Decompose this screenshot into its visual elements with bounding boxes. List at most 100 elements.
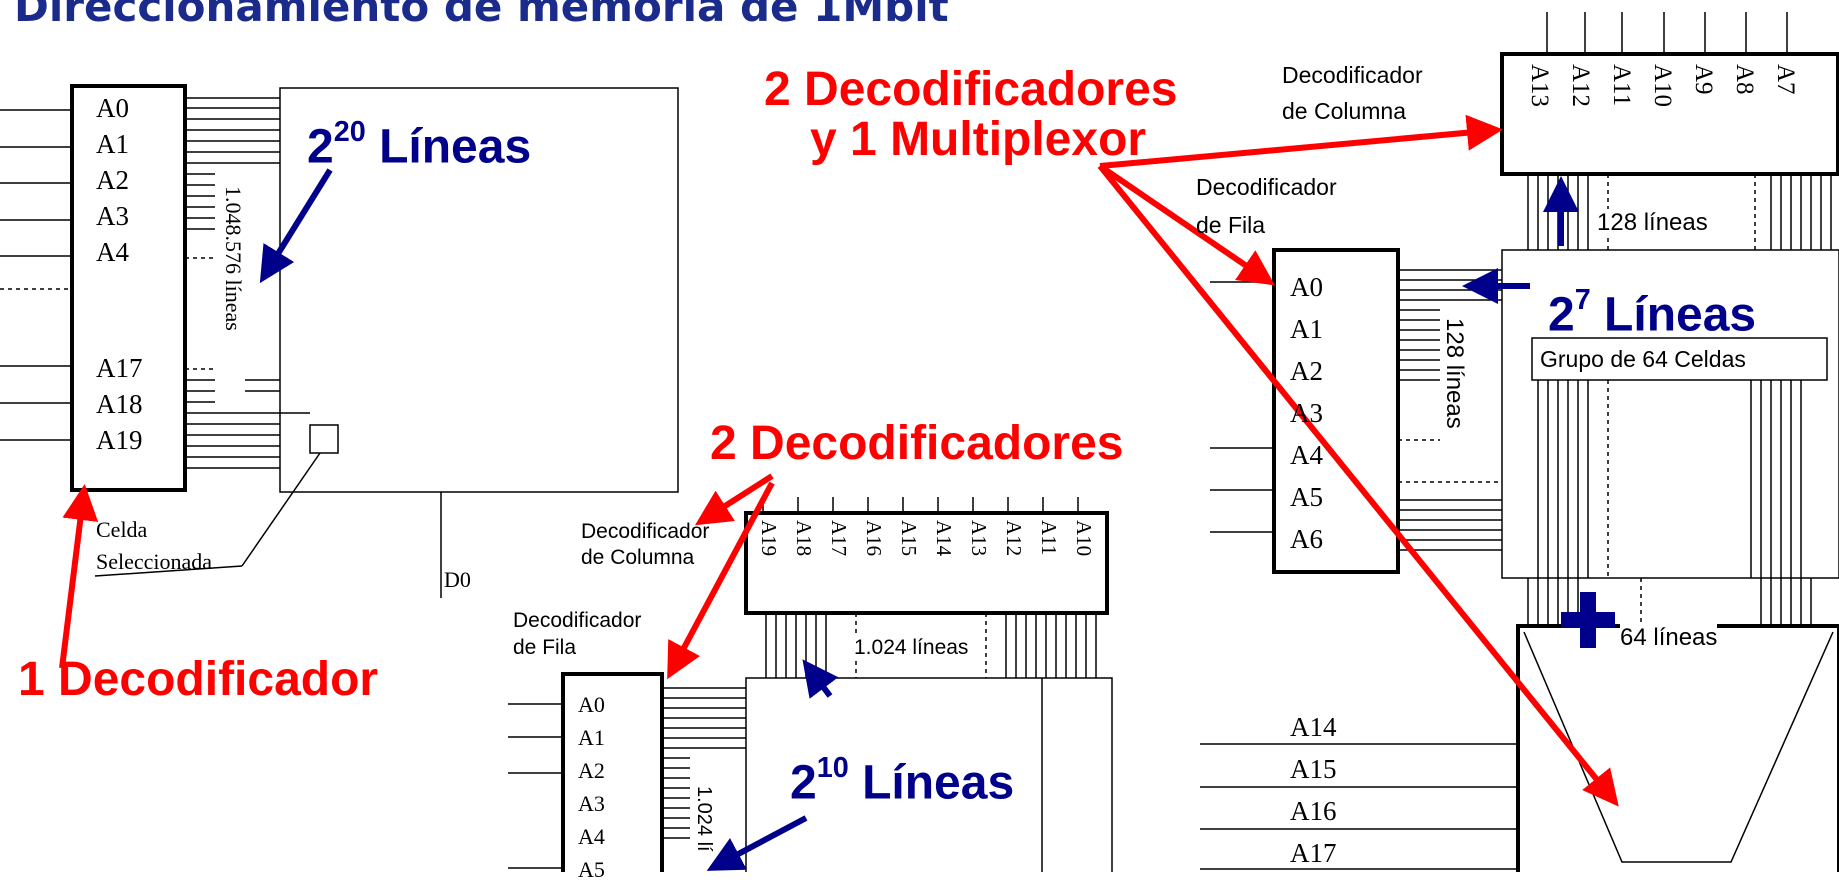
addr-label: A3 [96,201,129,231]
addr-label: A7 [1772,64,1799,95]
row-decoder2-inputs: A0 A1 A2 A3 A4 A5 [578,688,605,886]
callout-base: 2 [790,756,817,810]
addr-label: A17 [1290,838,1337,868]
addr-label: A10 [1072,520,1096,557]
addr-label: A13 [967,520,991,557]
diagram3-lines [1200,12,1839,872]
blue-arrows [259,168,1579,871]
callout-exp: 10 [816,752,849,784]
addr-label: A2 [1290,356,1323,386]
addr-label: A0 [1290,272,1323,302]
addr-label: A14 [1290,712,1337,742]
addr-label: A6 [1290,524,1323,554]
addr-label: A2 [96,165,129,195]
addr-label: A0 [578,692,605,717]
addr-label: A2 [578,758,605,783]
memory2-array [745,677,1113,872]
addr-label: A15 [897,520,921,557]
mux3-inputs: A14 A15 A16 A17 [1290,706,1337,874]
addr-label: A3 [1290,398,1323,428]
callout-1-decoder: 1 Decodificador [18,653,379,706]
row-decoder2-label: de Fila [513,636,577,659]
col-decoder2-inputs: A19 A18 A17 A16 A15 A14 A13 A12 A11 A10 [752,520,1096,556]
callout-base: 2 [307,120,334,174]
bus1-label: 1.048.576 líneas [221,186,246,331]
addr-label: A9 [1690,64,1717,95]
output-label: D0 [444,567,471,592]
callout-2-7-lines: 27 Líneas [1548,284,1756,343]
callout-decoders-mux-2: y 1 Multiplexor [810,113,1147,166]
col-decoder3-label: Decodificador [1282,62,1423,88]
row-decoder3-label: Decodificador [1196,174,1337,200]
red-arrows [59,114,1619,807]
callout-word: Líneas [1590,288,1757,342]
addr-label: A13 [1526,64,1553,108]
callout-decoders-mux-1: 2 Decodificadores [764,63,1178,116]
addr-label: A17 [827,520,851,557]
addr-label: A12 [1567,64,1594,108]
addr-label: A16 [1290,796,1337,826]
cell-label: Celda [96,517,148,542]
addr-label: A4 [1290,440,1323,470]
col-decoder3-box [1500,52,1839,176]
mux3-box [1516,624,1839,872]
addr-label: A3 [578,791,605,816]
addr-label: A5 [1290,482,1323,512]
addr-label: A15 [1290,754,1337,784]
addr-label: A1 [578,725,605,750]
plus-icon [1561,592,1615,648]
row-lines3-label: 128 líneas [1441,318,1468,429]
addr-label: A19 [757,520,781,557]
addr-label: A11 [1037,520,1061,556]
selected-cell1 [309,424,339,454]
callout-exp: 7 [1574,284,1591,316]
addr-label: A1 [1290,314,1323,344]
group-label: Grupo de 64 Celdas [1540,346,1746,372]
callout-word: Líneas [365,120,532,174]
diagram2-lines [508,497,1113,872]
col-decoder3-inputs: A13 A12 A11 A10 A9 A8 A7 [1522,64,1799,107]
col-lines3-label: 128 líneas [1597,209,1708,237]
row-decoder2-label: Decodificador [513,609,642,632]
decoder1-inputs-top: A0 A1 A2 A3 A4 [96,90,129,270]
addr-label: A16 [862,520,886,557]
addr-label: A17 [96,353,143,383]
addr-label: A12 [1002,520,1026,557]
mux-lines3-label: 64 líneas [1620,624,1718,652]
row-decoder3-inputs: A0 A1 A2 A3 A4 A5 A6 [1290,266,1323,560]
row-decoder3-box [1272,248,1400,574]
col-decoder3-label: de Columna [1282,98,1407,124]
addr-label: A0 [96,93,129,123]
addr-label: A19 [96,425,143,455]
col-decoder2-box [744,511,1109,615]
col-decoder2-label: Decodificador [581,520,710,543]
addr-label: A1 [96,129,129,159]
callout-2-10-lines: 210 Líneas [790,752,1014,811]
col-lines2-label: 1.024 líneas [854,636,969,660]
callout-exp: 20 [333,116,366,148]
callout-base: 2 [1548,288,1575,342]
page-title: Direccionamiento de memoria de 1Mbit [14,0,949,31]
addr-label: A8 [1731,64,1758,95]
addr-label: A10 [1649,64,1676,108]
addr-label: A18 [792,520,816,557]
callout-word: Líneas [848,756,1015,810]
row-decoder3-label: de Fila [1196,212,1266,238]
cell-label: Seleccionada [96,549,213,574]
addr-label: A4 [578,824,605,849]
memory3-array [1501,249,1839,579]
addr-label: A4 [96,237,129,267]
addr-label: A18 [96,389,143,419]
diagram1-lines [0,84,679,598]
col-decoder2-label: de Columna [581,546,695,569]
group-box [1531,337,1828,381]
addr-label: A11 [1608,64,1635,107]
row-lines2-label: 1.024 lí [693,786,715,852]
decoder1-inputs-bottom: A17 A18 A19 [96,350,143,458]
decoder1-box [70,84,187,492]
addr-label: A5 [578,857,605,882]
addr-label: A14 [932,520,956,557]
row-decoder2-box [561,672,664,872]
callout-2-decoders: 2 Decodificadores [710,417,1124,470]
